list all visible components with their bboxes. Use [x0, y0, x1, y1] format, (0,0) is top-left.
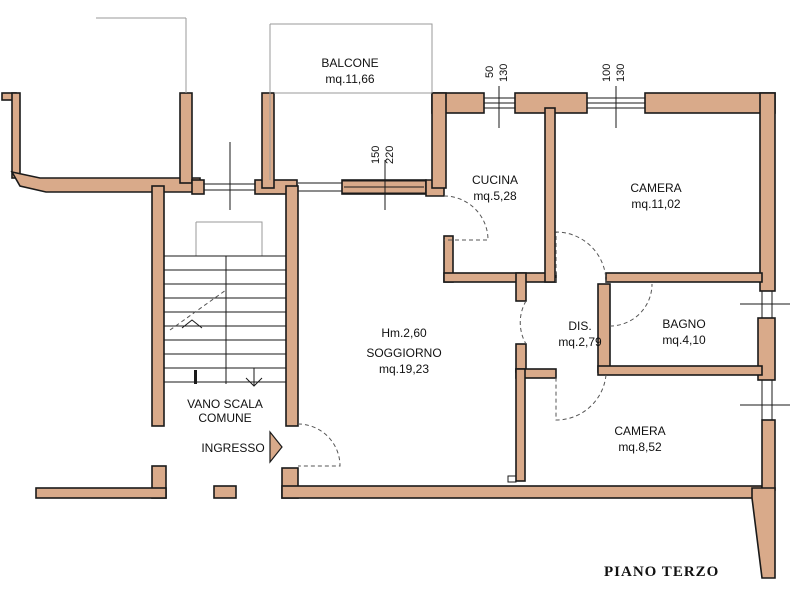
camera2-name: CAMERA [614, 424, 665, 438]
cucina-area: mq.5,28 [473, 189, 517, 203]
walls [1, 92, 776, 579]
doors [269, 195, 653, 483]
dis-area: mq.2,79 [558, 335, 602, 349]
floor-title: PIANO TERZO [604, 564, 719, 580]
balcone-area: mq.11,66 [325, 72, 374, 86]
ingresso-label: INGRESSO [201, 441, 264, 455]
dimension-camera-2: 130 [615, 64, 627, 82]
dimension-soggiorno-1: 150 [370, 146, 382, 164]
camera-area: mq.11,02 [631, 197, 680, 211]
dis-name: DIS. [568, 319, 591, 333]
balcone-name: BALCONE [321, 56, 378, 70]
staircase [164, 221, 286, 387]
camera-name: CAMERA [630, 181, 681, 195]
dimension-camera-1: 100 [601, 64, 613, 82]
windows [204, 86, 790, 421]
soggiorno-area: mq.19,23 [379, 362, 429, 376]
vano-scala-line2: COMUNE [198, 411, 251, 425]
balcony-outline [96, 17, 433, 180]
dimension-cucina-1: 50 [484, 66, 496, 78]
bagno-area: mq.4,10 [662, 333, 706, 347]
room-labels: BALCONE mq.11,66 CUCINA mq.5,28 CAMERA m… [187, 56, 706, 455]
soggiorno-height: Hm.2,60 [381, 326, 427, 340]
dimension-labels: 50 130 100 130 150 220 [370, 64, 627, 164]
cucina-name: CUCINA [472, 173, 518, 187]
vano-scala-line1: VANO SCALA [187, 397, 263, 411]
dimension-cucina-2: 130 [498, 64, 510, 82]
bagno-name: BAGNO [662, 317, 705, 331]
soggiorno-name: SOGGIORNO [366, 346, 441, 360]
dimension-soggiorno-2: 220 [384, 146, 396, 164]
camera2-area: mq.8,52 [618, 440, 662, 454]
